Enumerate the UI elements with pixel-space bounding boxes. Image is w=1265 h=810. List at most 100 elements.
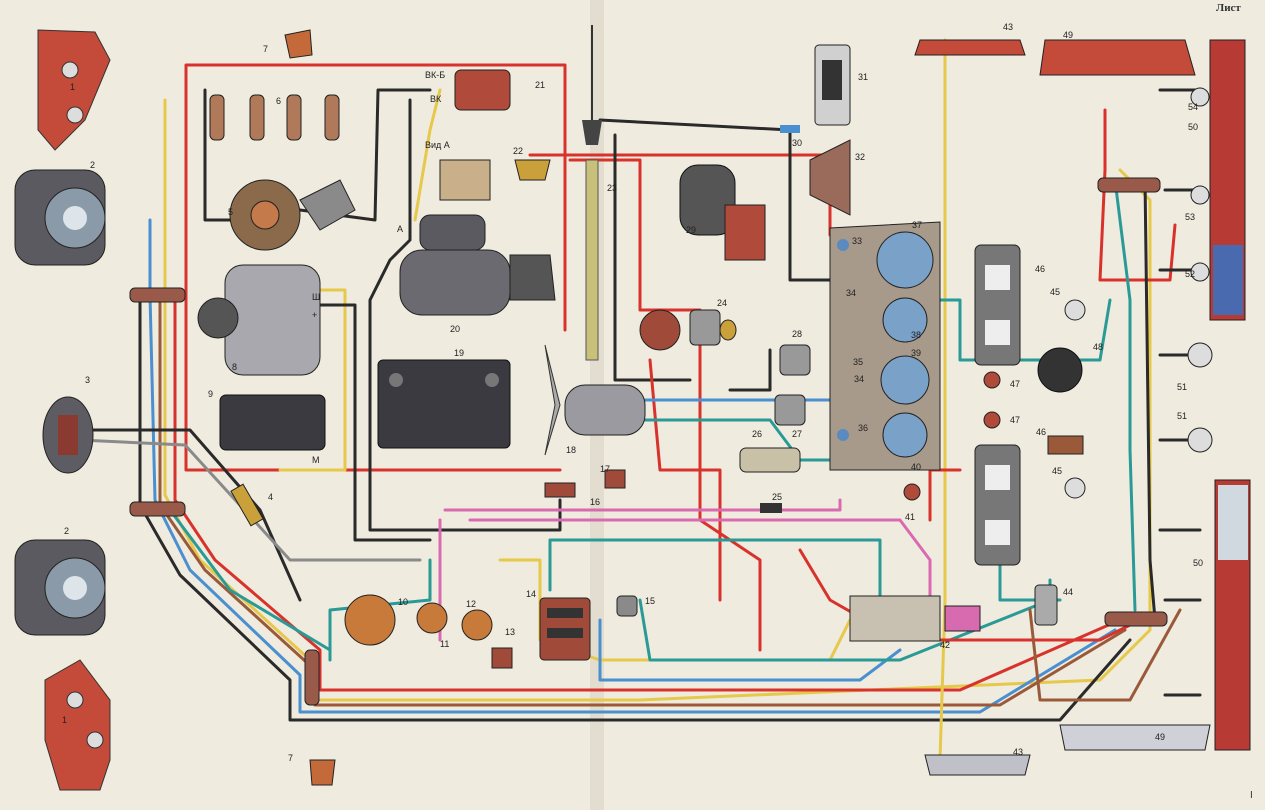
callout: 7	[263, 44, 268, 54]
radio-antenna	[582, 25, 602, 361]
callout: 21	[535, 80, 545, 90]
callout: 47	[1010, 415, 1020, 425]
callout: 41	[905, 512, 915, 522]
arrow-a-label: А	[397, 224, 403, 234]
callout: 26	[752, 429, 762, 439]
callout: 14	[526, 589, 536, 599]
fuel-gauge-sender	[344, 594, 396, 646]
callout: 11	[440, 639, 449, 649]
callout: 45	[1052, 466, 1062, 476]
callout: 38	[911, 330, 921, 340]
dome-lamp-bottom	[309, 759, 336, 786]
switch-26	[739, 447, 801, 473]
lamp-45-bottom	[1064, 477, 1086, 499]
headlamp-bottom	[14, 539, 106, 636]
callout: 4	[268, 492, 273, 502]
wire-black	[368, 98, 562, 532]
wire-red	[1098, 108, 1177, 282]
callout: 33	[852, 236, 862, 246]
callout: 54	[1188, 102, 1198, 112]
wire-teal	[548, 538, 882, 602]
wire-blue	[148, 218, 1117, 714]
door-switch-top	[983, 371, 1001, 389]
callout: 12	[466, 599, 476, 609]
tail-lamp-right	[1209, 39, 1246, 321]
callout: 52	[1185, 269, 1195, 279]
door-lamp-top	[974, 244, 1021, 366]
alternator	[197, 264, 321, 376]
callout: 25	[772, 492, 782, 502]
headlamp-top	[14, 169, 106, 266]
battery	[377, 359, 511, 449]
license-lamp-bottom	[924, 754, 1031, 776]
dome-lamp-top	[284, 29, 313, 59]
callout: 2	[64, 526, 69, 536]
callout: 29	[686, 225, 696, 235]
callout: 20	[450, 324, 460, 334]
relay-15	[616, 595, 638, 617]
callout: 1	[62, 715, 67, 725]
terminal-coil: ВК	[430, 94, 442, 104]
callout: 53	[1185, 212, 1195, 222]
callout: 2	[90, 160, 95, 170]
bulb-52	[1190, 262, 1210, 282]
callout: 46	[1035, 264, 1045, 274]
diagram-labels: Вид А А ВК-Б ВК Ш + М 1 1 2 2 3 4 5 6 7 …	[62, 22, 1203, 763]
callout: 49	[1155, 732, 1165, 742]
wiper-motor	[679, 164, 766, 261]
page-mark: I	[1250, 790, 1253, 801]
callout: 7	[288, 753, 293, 763]
fuse-30	[780, 125, 800, 133]
license-lamp-top	[914, 39, 1026, 56]
tail-lamp-left	[1214, 479, 1251, 751]
callout: 8	[232, 362, 237, 372]
door-switch-bottom	[983, 411, 1001, 429]
connector-blocks	[129, 177, 1168, 706]
callout: 28	[792, 329, 802, 339]
front-side-lamp-top	[37, 29, 111, 151]
wire-red	[648, 358, 722, 602]
view-a-label: Вид А	[425, 140, 450, 150]
switch-13	[491, 647, 513, 669]
switch-12	[461, 609, 493, 641]
components	[14, 25, 1251, 791]
wire-black	[1158, 88, 1202, 272]
wire-black	[613, 133, 692, 382]
bulb-53	[1190, 185, 1210, 205]
callout: 40	[911, 462, 921, 472]
instrument-cluster	[829, 221, 941, 471]
switch-28	[779, 344, 811, 376]
callout: 13	[505, 627, 515, 637]
callout: 9	[208, 389, 213, 399]
callout: 1	[70, 82, 75, 92]
bulb-51-top	[1187, 342, 1213, 368]
callout: 49	[1063, 30, 1073, 40]
fuel-tank-sender	[1037, 347, 1084, 455]
callout: 44	[1063, 587, 1073, 597]
wire-yellow	[413, 88, 442, 222]
callout: 35	[853, 357, 863, 367]
fuse-block	[539, 597, 591, 661]
spark-plugs	[209, 94, 340, 141]
bulb-54	[1190, 87, 1210, 107]
ignition-switch	[639, 309, 737, 351]
callout: 47	[1010, 379, 1020, 389]
callout: 34	[846, 288, 856, 298]
callout: 43	[1003, 22, 1013, 32]
terminal-coil-plus: ВК-Б	[425, 70, 445, 80]
wire-red	[184, 298, 562, 472]
callout: 50	[1193, 558, 1203, 568]
callout: 48	[1093, 342, 1103, 352]
wire-black	[1158, 353, 1202, 697]
stop-lamp-switch	[1034, 584, 1058, 626]
callout: 37	[912, 220, 922, 230]
wire-black	[1143, 178, 1157, 622]
callout: 50	[1188, 122, 1198, 132]
front-side-lamp-bottom	[44, 659, 111, 791]
callout: 46	[1036, 427, 1046, 437]
heater-fan	[544, 344, 646, 456]
terminal-alt-plus: +	[312, 310, 317, 320]
switch-16-17	[544, 469, 626, 498]
wire-teal	[1113, 178, 1137, 612]
